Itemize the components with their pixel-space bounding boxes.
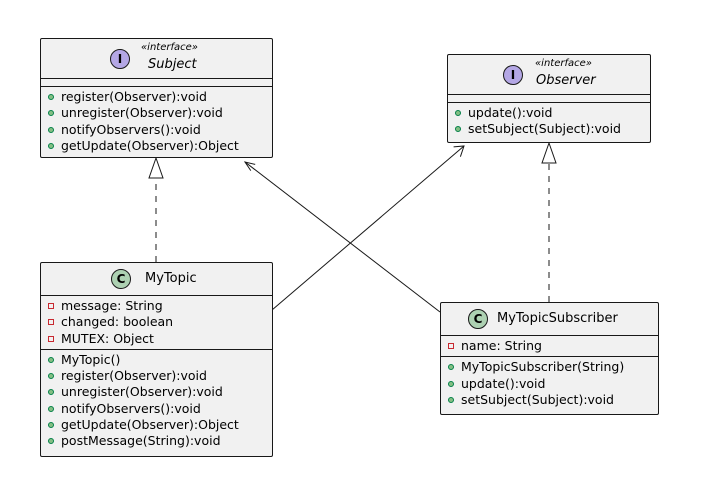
subject-interface-box[interactable]: I «interface» Subject register(Observer)… <box>40 38 273 158</box>
realization-arrowhead-observer <box>541 141 557 164</box>
method-text: register(Observer):void <box>61 89 207 104</box>
method-text: MyTopic() <box>61 351 121 367</box>
public-visibility-icon <box>48 422 54 429</box>
method-text: MyTopicSubscriber(String) <box>461 359 625 375</box>
public-visibility-icon <box>448 380 454 387</box>
method-text: getUpdate(Observer):Object <box>61 137 239 153</box>
method-text: notifyObservers():void <box>61 121 201 137</box>
mytopicsubscriber-header: C MyTopicSubscriber <box>441 303 658 336</box>
public-visibility-icon <box>448 364 454 371</box>
subject-stereotype: «interface» <box>141 42 198 53</box>
method-text: unregister(Observer):void <box>61 105 223 121</box>
field-text: MUTEX: Object <box>61 330 154 346</box>
public-visibility-icon <box>48 142 54 149</box>
public-visibility-icon <box>448 396 454 403</box>
interface-icon: I <box>110 49 130 69</box>
public-visibility-icon <box>48 356 54 363</box>
subject-fields <box>41 79 272 87</box>
public-visibility-icon <box>48 405 54 412</box>
field-row: changed: boolean <box>47 314 272 330</box>
observer-name: Observer <box>536 73 596 88</box>
association-arrowhead-observer <box>453 145 465 157</box>
realization-arrowhead-subject <box>148 156 164 179</box>
method-text: unregister(Observer):void <box>61 384 223 400</box>
method-row: register(Observer):void <box>47 89 272 105</box>
method-row: setSubject(Subject):void <box>447 392 658 408</box>
observer-header: I «interface» Observer <box>448 55 650 95</box>
method-row: MyTopic() <box>47 352 272 368</box>
public-visibility-icon <box>455 110 461 116</box>
private-visibility-icon <box>48 303 54 309</box>
interface-icon: I <box>503 65 523 85</box>
field-text: message: String <box>61 298 163 313</box>
method-row: postMessage(String):void <box>47 433 272 449</box>
method-text: update():void <box>461 375 546 391</box>
field-row: message: String <box>47 298 272 314</box>
public-visibility-icon <box>48 126 54 133</box>
private-visibility-icon <box>48 335 54 342</box>
private-visibility-icon <box>448 343 454 349</box>
public-visibility-icon <box>48 438 54 445</box>
method-text: postMessage(String):void <box>61 433 221 449</box>
method-text: setSubject(Subject):void <box>461 391 614 407</box>
public-visibility-icon <box>48 110 54 117</box>
subject-name: Subject <box>148 57 197 72</box>
mytopicsubscriber-class-box[interactable]: C MyTopicSubscriber name: String MyTopic… <box>440 302 659 415</box>
association-line-mytopic-observer <box>271 145 465 311</box>
mytopic-header: C MyTopic <box>41 263 272 296</box>
public-visibility-icon <box>48 389 54 396</box>
association-line-subscriber-subject <box>244 161 441 313</box>
mytopic-name: MyTopic <box>145 271 197 286</box>
observer-fields <box>448 95 650 103</box>
field-row: name: String <box>447 338 658 354</box>
class-icon: C <box>468 309 488 329</box>
method-row: update():void <box>447 376 658 392</box>
field-text: changed: boolean <box>61 314 174 330</box>
method-row: MyTopicSubscriber(String) <box>447 359 658 375</box>
method-row: getUpdate(Observer):Object <box>47 138 272 154</box>
method-row: unregister(Observer):void <box>47 384 272 400</box>
subject-header: I «interface» Subject <box>41 39 272 79</box>
field-text: name: String <box>461 338 542 353</box>
method-row: unregister(Observer):void <box>47 105 272 121</box>
method-text: notifyObservers():void <box>61 400 201 416</box>
method-text: register(Observer):void <box>61 368 207 384</box>
field-row: MUTEX: Object <box>47 331 272 347</box>
public-visibility-icon <box>455 126 461 133</box>
mytopicsubscriber-name: MyTopicSubscriber <box>497 311 618 326</box>
method-row: setSubject(Subject):void <box>454 121 650 137</box>
public-visibility-icon <box>48 94 54 100</box>
method-row: getUpdate(Observer):Object <box>47 417 272 433</box>
class-icon: C <box>111 269 131 289</box>
method-row: update():void <box>454 105 650 121</box>
mytopicsubscriber-fields: name: String <box>441 336 658 358</box>
method-text: getUpdate(Observer):Object <box>61 417 239 433</box>
private-visibility-icon <box>48 319 54 326</box>
public-visibility-icon <box>48 373 54 380</box>
association-arrowhead-subject <box>243 161 256 171</box>
method-row: notifyObservers():void <box>47 122 272 138</box>
method-text: setSubject(Subject):void <box>468 121 621 137</box>
method-text: update():void <box>468 105 553 120</box>
method-row: register(Observer):void <box>47 368 272 384</box>
observer-stereotype: «interface» <box>535 58 592 69</box>
method-row: notifyObservers():void <box>47 401 272 417</box>
